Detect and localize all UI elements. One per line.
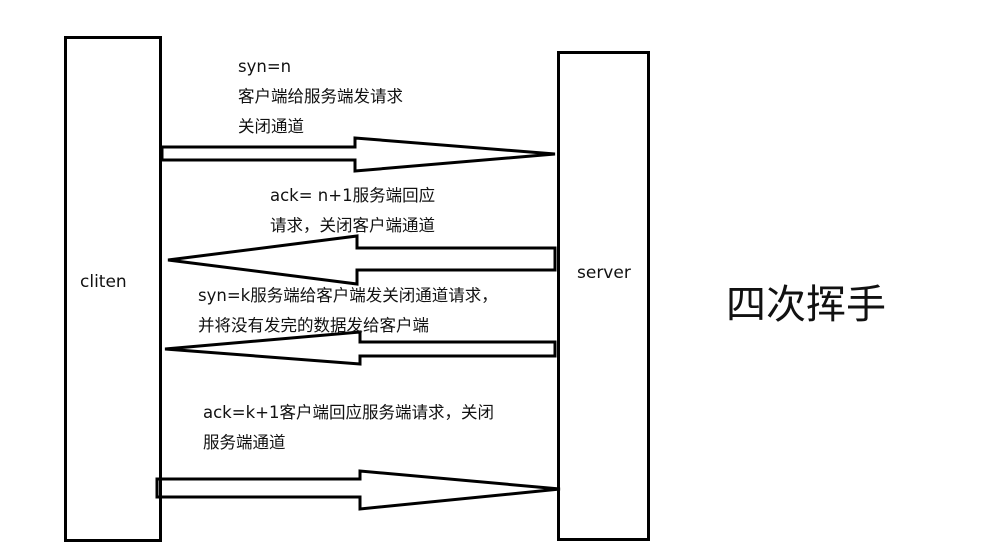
message-line: 服务端通道 bbox=[203, 433, 286, 452]
arrow-fin-server-to-client bbox=[164, 330, 557, 366]
message-line: syn=k服务端给客户端发关闭通道请求， bbox=[198, 286, 498, 305]
arrow-ack-client-to-server bbox=[155, 469, 561, 511]
message-line: 请求，关闭客户端通道 bbox=[270, 216, 435, 235]
arrow-fin-client-to-server bbox=[160, 136, 556, 173]
client-box bbox=[64, 36, 162, 542]
message-2-text: ack= n+1服务端回应 请求，关闭客户端通道 bbox=[270, 181, 435, 241]
client-label: cliten bbox=[80, 272, 127, 292]
server-box bbox=[557, 51, 650, 541]
message-4-text: ack=k+1客户端回应服务端请求，关闭 服务端通道 bbox=[203, 398, 494, 458]
message-line: 关闭通道 bbox=[238, 117, 304, 136]
message-line: syn=n bbox=[238, 57, 292, 76]
message-line: 并将没有发完的数据发给客户端 bbox=[198, 316, 429, 335]
message-line: ack=k+1客户端回应服务端请求，关闭 bbox=[203, 403, 494, 422]
arrow-ack-server-to-client bbox=[167, 234, 557, 286]
message-1-text: syn=n 客户端给服务端发请求 关闭通道 bbox=[238, 52, 403, 142]
message-line: 客户端给服务端发请求 bbox=[238, 87, 403, 106]
message-3-text: syn=k服务端给客户端发关闭通道请求， 并将没有发完的数据发给客户端 bbox=[198, 281, 498, 341]
message-line: ack= n+1服务端回应 bbox=[270, 186, 436, 205]
diagram-title: 四次挥手 bbox=[726, 282, 886, 328]
server-label: server bbox=[577, 263, 631, 283]
